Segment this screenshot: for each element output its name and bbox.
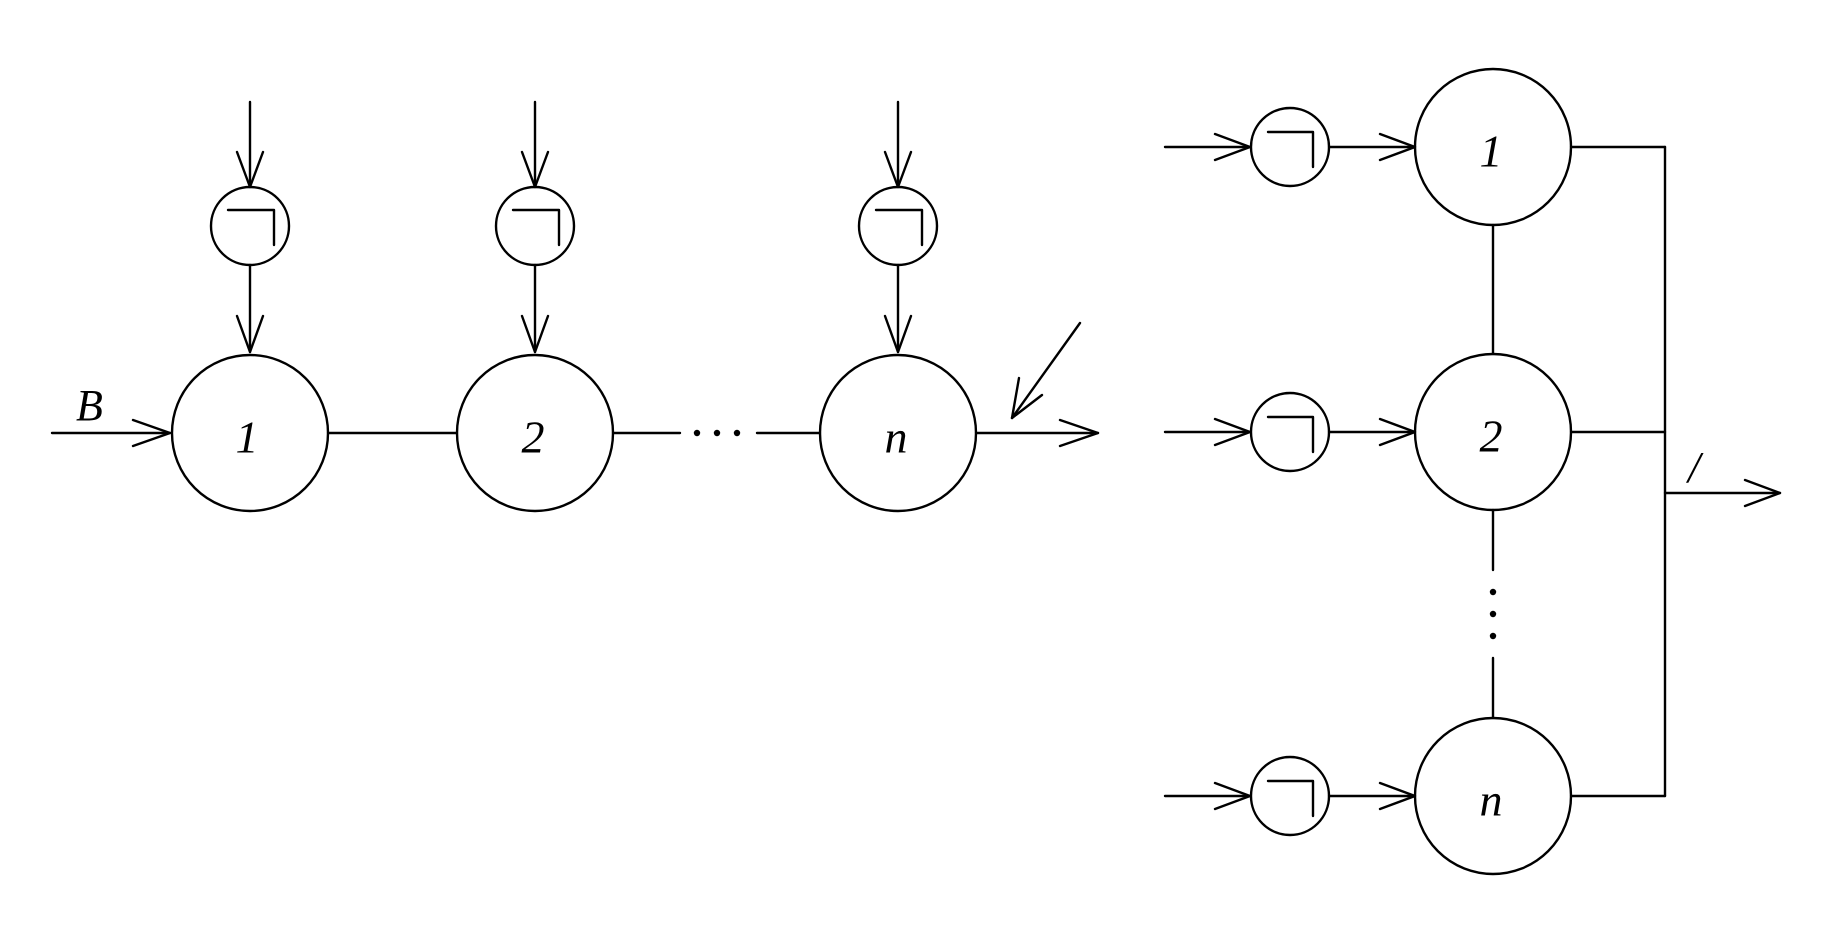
series-node2-negation-symbol xyxy=(511,208,561,247)
series-node1-negation-circle xyxy=(209,185,291,267)
parallel-rown-negation-circle xyxy=(1249,755,1331,837)
parallel-row1-negation-symbol xyxy=(1266,130,1315,169)
parallel-ellipsis-dot xyxy=(1489,610,1497,618)
series-output-arrowhead xyxy=(1058,418,1100,448)
parallel-noden-label: n xyxy=(1480,775,1503,826)
series-node1-negation-arrowhead xyxy=(235,314,265,354)
parallel-output-label: / xyxy=(1685,443,1704,492)
parallel-rown-negation-symbol xyxy=(1266,779,1315,818)
series-noden-negation-circle xyxy=(857,185,939,267)
series-ellipsis-dot xyxy=(713,429,721,437)
parallel-row2-negation-symbol xyxy=(1266,415,1315,454)
series-node1-label: 1 xyxy=(236,412,259,463)
parallel-node2-label: 2 xyxy=(1480,411,1503,462)
series-node2-negation-circle xyxy=(494,185,576,267)
series-diagonal-arrowhead xyxy=(1010,376,1044,420)
parallel-diagram: 1 2 n / xyxy=(1163,67,1782,876)
series-node2-negation-arrowhead xyxy=(520,314,550,354)
series-ellipsis-dot xyxy=(693,429,701,437)
series-ellipsis-dot xyxy=(733,429,741,437)
series-node2-label: 2 xyxy=(522,412,545,463)
parallel-ellipsis-dot xyxy=(1489,588,1497,596)
series-input-label: B xyxy=(76,381,103,430)
series-input-arrowhead xyxy=(131,418,172,448)
series-diagonal-input-line xyxy=(1010,321,1082,420)
parallel-node1-label: 1 xyxy=(1480,126,1503,177)
parallel-ellipsis-dot xyxy=(1489,632,1497,640)
series-noden-negation-arrowhead xyxy=(883,314,913,354)
parallel-row2-negation-circle xyxy=(1249,391,1331,473)
parallel-row1-negation-circle xyxy=(1249,106,1331,188)
series-node1-negation-symbol xyxy=(226,208,276,247)
parallel-output-arrowhead xyxy=(1743,478,1782,508)
series-diagram: B 1 2 n xyxy=(50,100,1100,513)
series-noden-negation-symbol xyxy=(874,208,924,247)
series-noden-label: n xyxy=(885,412,908,463)
